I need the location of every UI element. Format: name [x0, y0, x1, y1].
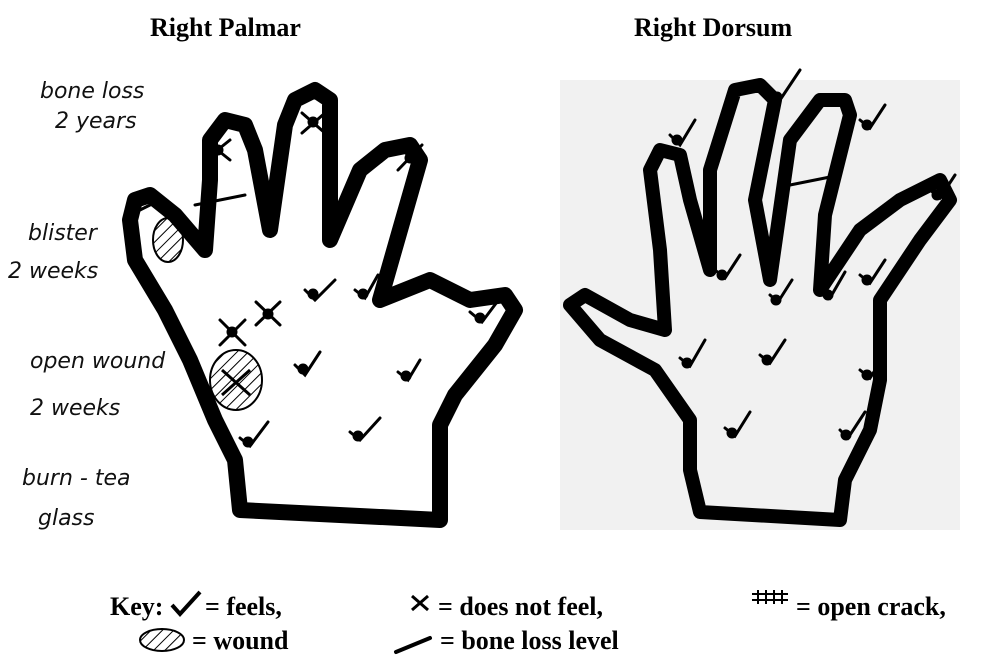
bone-loss-icon	[396, 638, 430, 652]
annotation-line: open wound	[30, 349, 166, 374]
annotation-line: bone loss	[40, 79, 144, 104]
legend-not-feel: = does not feel,	[438, 592, 603, 621]
legend-feels: = feels,	[205, 592, 282, 621]
legend-wound: = wound	[192, 626, 289, 655]
left-hand-title: Right Palmar	[150, 13, 301, 42]
right-hand-title: Right Dorsum	[634, 13, 793, 42]
legend-prefix: Key:	[110, 592, 163, 621]
annotation-line: 2 weeks	[30, 396, 120, 421]
annotation-line: glass	[38, 506, 94, 531]
annotation-blister: blister 2 weeks	[8, 221, 99, 284]
annotation-line: 2 weeks	[8, 259, 98, 284]
annotation-burn: burn - tea glass	[22, 466, 130, 531]
legend: Key: = feels, = does not feel, = open cr…	[110, 590, 946, 655]
annotation-line: 2 years	[55, 109, 137, 134]
annotation-line: burn - tea	[22, 466, 130, 491]
legend-bone-loss: = bone loss level	[440, 626, 619, 655]
legend-crack: = open crack,	[796, 592, 946, 621]
annotation-bone-loss: bone loss 2 years	[40, 79, 144, 134]
wound-open	[210, 350, 262, 410]
left-hand-outline	[130, 90, 515, 520]
cross-icon	[412, 596, 428, 610]
crack-icon	[752, 590, 788, 604]
check-icon	[172, 592, 200, 614]
wound-blister	[153, 218, 183, 262]
annotation-open-wound: open wound 2 weeks	[30, 349, 166, 421]
annotation-line: blister	[28, 221, 99, 246]
wound-icon	[140, 629, 184, 651]
